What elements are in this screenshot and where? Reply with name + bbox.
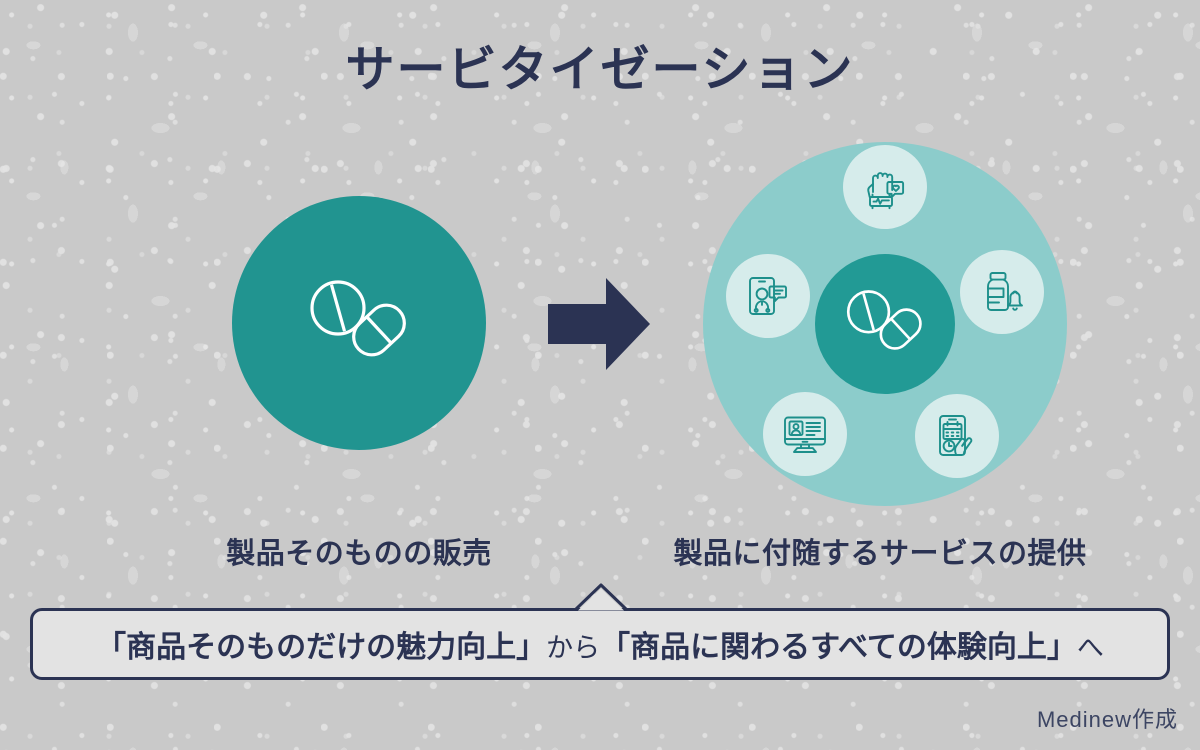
product-only-circle [232,196,486,450]
right-caption: 製品に付随するサービスの提供 [673,538,1087,570]
pills-icon [304,278,414,369]
pills-icon [842,288,928,361]
banner-callout-notch [573,583,629,612]
page-title: サービタイゼーション [345,43,855,97]
patient-record-monitor-icon [780,409,830,459]
summary-banner: 「商品そのものだけの魅力向上」から「商品に関わるすべての体験向上」へ [30,608,1170,680]
connector-to: へ [1076,633,1104,663]
smartwatch-heart-icon [860,162,910,212]
credit-label: Medinew作成 [1036,707,1178,732]
quote-from: 「商品そのものだけの魅力向上」 [96,631,547,664]
service-node-appointment-booking [915,394,999,478]
service-node-patient-record [763,392,847,476]
medicine-bottle-bell-icon [977,267,1027,317]
connector-from: から [546,633,601,663]
service-node-medication-reminder [960,250,1044,334]
service-node-wearable [843,145,927,229]
left-caption: 製品そのものの販売 [226,538,492,570]
service-node-telemedicine [726,254,810,338]
appointment-calendar-phone-icon [932,411,982,461]
product-with-services-cluster [703,142,1067,506]
right-arrow-icon [548,278,650,370]
summary-banner-text: 「商品そのものだけの魅力向上」から「商品に関わるすべての体験向上」へ [96,622,1104,666]
telemedicine-phone-icon [743,271,793,321]
quote-to: 「商品に関わるすべての体験向上」 [600,631,1077,664]
product-core-circle [815,254,955,394]
